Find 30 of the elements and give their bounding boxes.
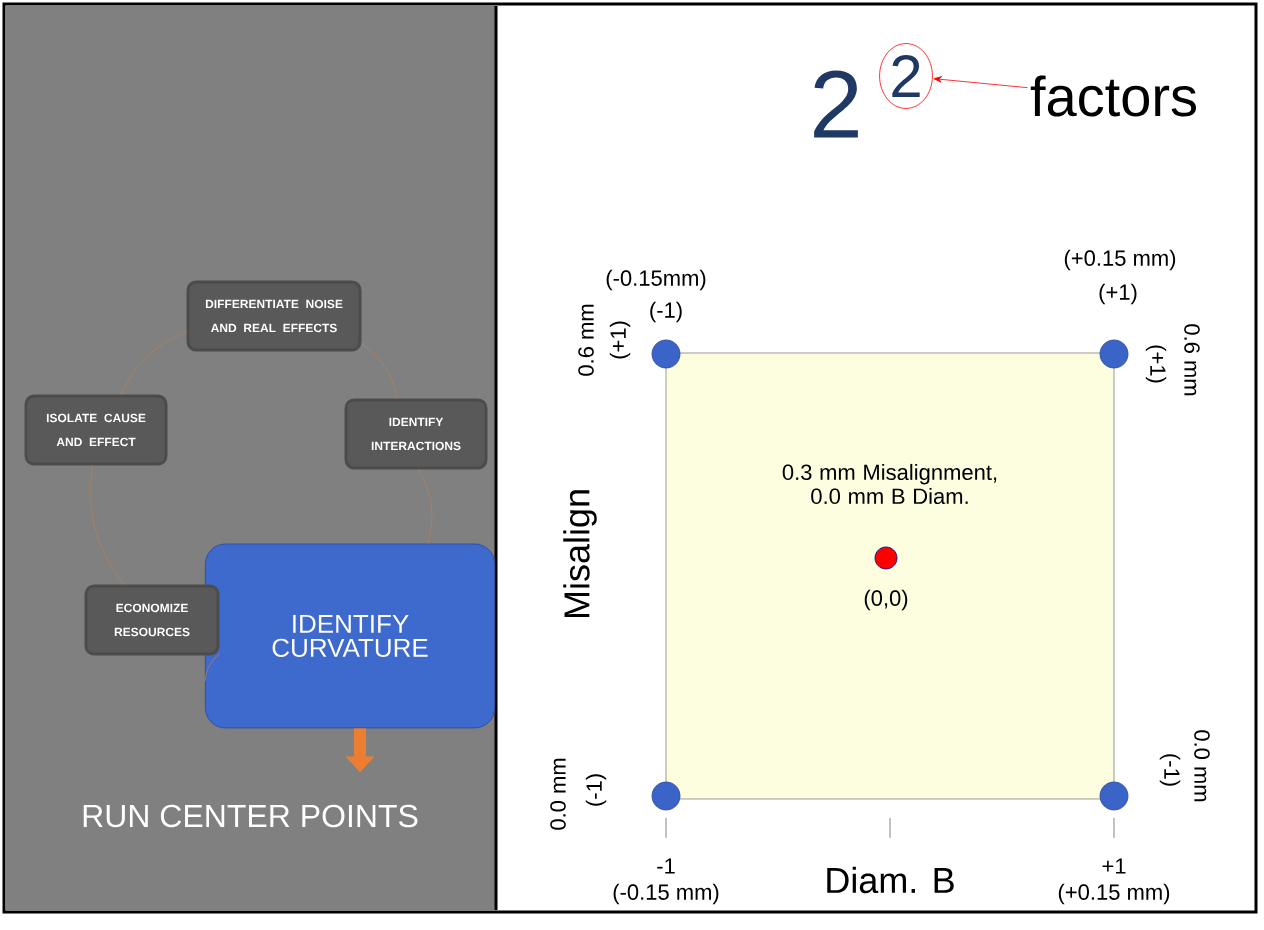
axis-label: (-1) [1159, 754, 1181, 786]
design-square: 0.3 mm Misalignment, 0.0 mm B Diam. (0,0) [665, 352, 1115, 800]
axis-label: 0.6 mm [1184, 324, 1200, 396]
caption-text: factors [1030, 75, 1196, 117]
cycle-arc [361, 343, 398, 399]
cycle-arc [120, 332, 187, 395]
axis-label: 0.0 mm [1194, 730, 1210, 802]
circled-exponent: 2 [879, 43, 933, 109]
axis-label: (+1) [1145, 345, 1167, 383]
arrow [933, 76, 1028, 89]
axis-label: -1 [657, 858, 675, 874]
axis-label: +1 [1102, 858, 1126, 874]
axis-label: (+0.15 mm) [1058, 883, 1170, 905]
exponent-base: 2 [814, 70, 858, 138]
axis-label: (+0.15 mm) [1064, 249, 1176, 271]
axis-label: (+1) [1099, 283, 1137, 305]
cycle-arc [204, 653, 220, 682]
highlight-box: IDENTIFY CURVATURE [204, 543, 496, 729]
cycle-arc [418, 469, 433, 544]
caption-text: RUN CENTER POINTS [83, 804, 418, 828]
axis-label: (+1) [609, 321, 631, 359]
axis-label: (-1) [650, 301, 682, 323]
axis-label: (-0.15mm) [606, 269, 706, 291]
axis-label: (-0.15 mm) [613, 883, 719, 905]
cycle-arc [90, 465, 125, 585]
axis-label: 0.0 mm [550, 758, 566, 830]
axis-label: Diam. B [827, 866, 954, 894]
axis-label: (-1) [585, 774, 607, 806]
axis-label: Misalign [563, 490, 597, 618]
axis-label: 0.6 mm [578, 304, 594, 376]
